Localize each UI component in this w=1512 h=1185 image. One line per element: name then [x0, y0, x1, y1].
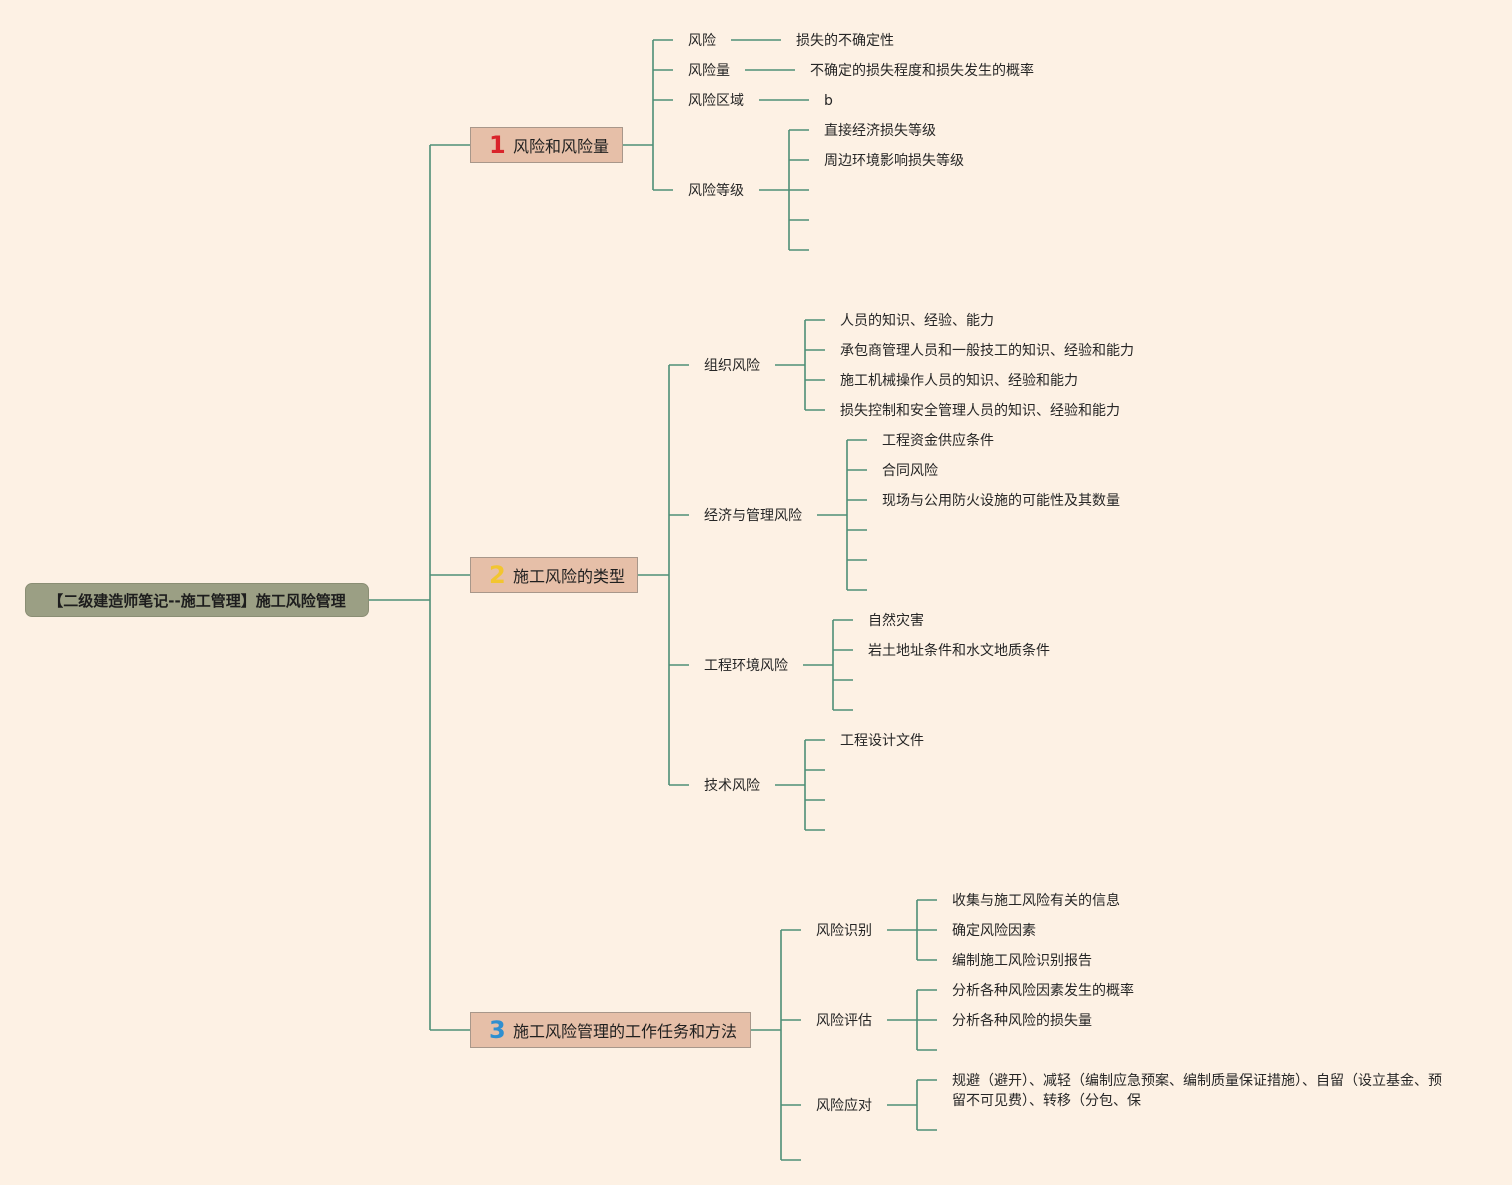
leaf-assess-1[interactable]: 分析各种风险因素发生的概率 — [952, 983, 1134, 999]
topic-risk-response[interactable]: 风险应对 — [816, 1098, 872, 1114]
leaf-econ-1[interactable]: 工程资金供应条件 — [882, 433, 994, 449]
leaf-identify-3[interactable]: 编制施工风险识别报告 — [952, 953, 1092, 969]
leaf-econ-3[interactable]: 现场与公用防火设施的可能性及其数量 — [882, 493, 1120, 509]
leaf-level-env[interactable]: 周边环境影响损失等级 — [824, 153, 964, 169]
branch-label-2: 施工风险的类型 — [513, 567, 626, 586]
leaf-identify-2[interactable]: 确定风险因素 — [952, 923, 1036, 939]
root-node[interactable]: 【二级建造师笔记--施工管理】施工风险管理 — [25, 583, 369, 617]
topic-risk-amount[interactable]: 风险量 — [688, 63, 730, 79]
branch-node-3[interactable]: 3 施工风险管理的工作任务和方法 — [470, 1012, 751, 1048]
topic-econ-risk[interactable]: 经济与管理风险 — [704, 508, 802, 524]
topic-risk[interactable]: 风险 — [688, 33, 716, 49]
branch-number-2: 2 — [489, 561, 506, 589]
leaf-env-2[interactable]: 岩土地址条件和水文地质条件 — [868, 643, 1050, 659]
topic-risk-area[interactable]: 风险区域 — [688, 93, 744, 109]
leaf-risk-def[interactable]: 损失的不确定性 — [796, 33, 894, 49]
topic-risk-identify[interactable]: 风险识别 — [816, 923, 872, 939]
branch-node-1[interactable]: 1 风险和风险量 — [470, 127, 623, 163]
topic-env-risk[interactable]: 工程环境风险 — [704, 658, 788, 674]
topic-tech-risk[interactable]: 技术风险 — [704, 778, 760, 794]
branch-label-1: 风险和风险量 — [513, 137, 610, 156]
leaf-response-1[interactable]: 规避（避开）、减轻（编制应急预案、编制质量保证措施）、自留（设立基金、预留不可见… — [952, 1073, 1442, 1109]
leaf-risk-amount-def[interactable]: 不确定的损失程度和损失发生的概率 — [810, 63, 1034, 79]
leaf-org-3[interactable]: 施工机械操作人员的知识、经验和能力 — [840, 373, 1078, 389]
leaf-level-direct[interactable]: 直接经济损失等级 — [824, 123, 936, 139]
leaf-identify-1[interactable]: 收集与施工风险有关的信息 — [952, 893, 1120, 909]
branch-number-3: 3 — [489, 1016, 506, 1044]
topic-org-risk[interactable]: 组织风险 — [704, 358, 760, 374]
leaf-risk-area-def[interactable]: b — [824, 93, 833, 109]
leaf-org-4[interactable]: 损失控制和安全管理人员的知识、经验和能力 — [840, 403, 1120, 419]
branch-number-1: 1 — [489, 131, 506, 159]
topic-risk-assess[interactable]: 风险评估 — [816, 1013, 872, 1029]
leaf-econ-2[interactable]: 合同风险 — [882, 463, 938, 479]
leaf-env-1[interactable]: 自然灾害 — [868, 613, 924, 629]
branch-label-3: 施工风险管理的工作任务和方法 — [513, 1022, 738, 1041]
leaf-tech-1[interactable]: 工程设计文件 — [840, 733, 924, 749]
leaf-org-1[interactable]: 人员的知识、经验、能力 — [840, 313, 994, 329]
leaf-assess-2[interactable]: 分析各种风险的损失量 — [952, 1013, 1092, 1029]
root-label: 【二级建造师笔记--施工管理】施工风险管理 — [48, 591, 346, 610]
leaf-org-2[interactable]: 承包商管理人员和一般技工的知识、经验和能力 — [840, 343, 1134, 359]
branch-node-2[interactable]: 2 施工风险的类型 — [470, 557, 638, 593]
topic-risk-level[interactable]: 风险等级 — [688, 183, 744, 199]
